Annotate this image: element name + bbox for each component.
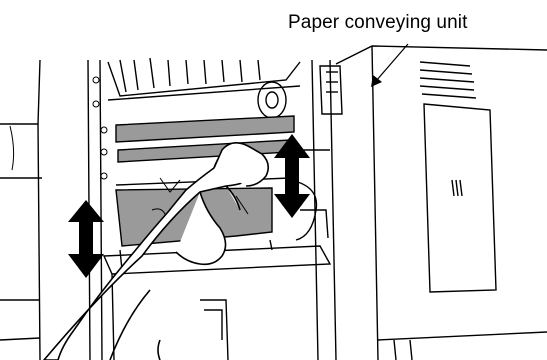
lower-frame bbox=[0, 240, 330, 360]
double-arrow-left-icon bbox=[68, 200, 104, 278]
paper-conveying-unit bbox=[290, 46, 547, 360]
fuser-assembly bbox=[108, 58, 300, 118]
hand-with-cloth-icon bbox=[44, 143, 268, 360]
callout-leader-arrow bbox=[371, 44, 408, 87]
callout-label: Paper conveying unit bbox=[288, 12, 467, 34]
